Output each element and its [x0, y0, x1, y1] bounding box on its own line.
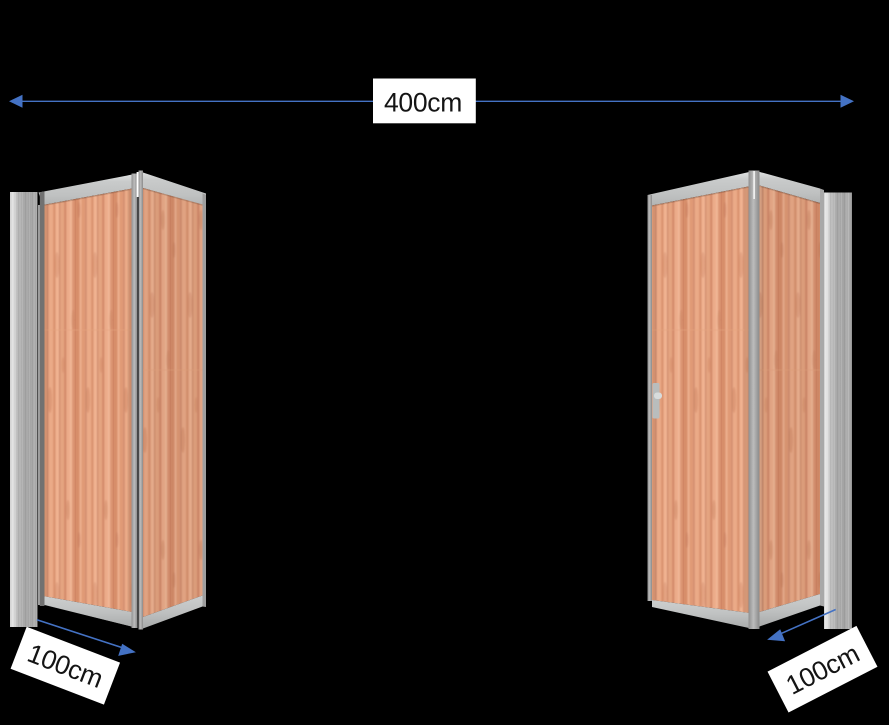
svg-text:400cm: 400cm	[384, 87, 462, 117]
